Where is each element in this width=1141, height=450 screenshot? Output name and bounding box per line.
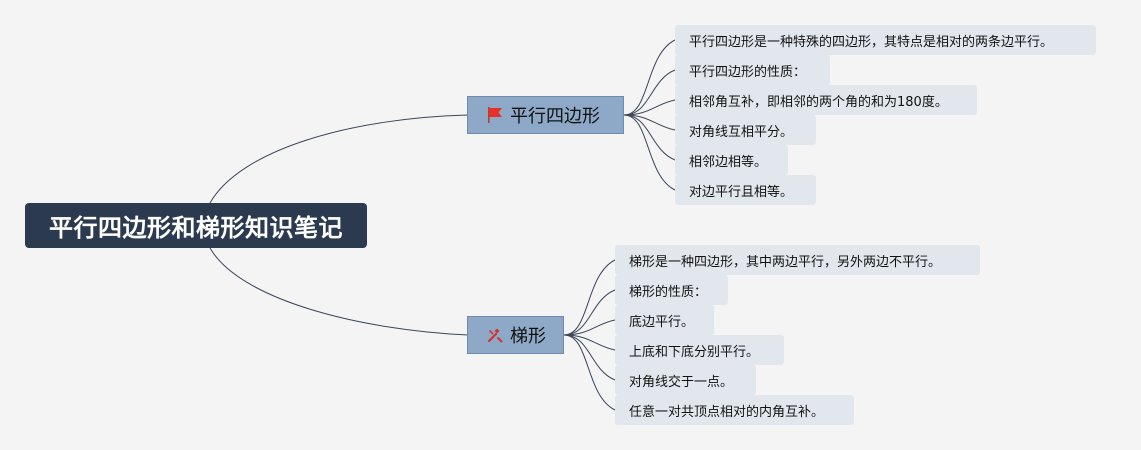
leaf-topic[interactable]: 梯形的性质： — [615, 275, 728, 305]
leaf-topic-label: 相邻边相等。 — [689, 154, 768, 170]
leaf-topic[interactable]: 平行四边形是一种特殊的四边形，其特点是相对的两条边平行。 — [675, 25, 1096, 55]
connector-trapezoid-leaf-3 — [563, 319, 616, 336]
root-topic[interactable]: 平行四边形和梯形知识笔记 — [25, 203, 367, 248]
leaf-topic[interactable]: 平行四边形的性质： — [675, 55, 830, 85]
leaf-topic-label: 任意一对共顶点相对的内角互补。 — [629, 404, 825, 420]
connector-parallelogram-leaf-1 — [623, 39, 676, 116]
red-flag-icon — [486, 106, 504, 124]
leaf-topic-label: 平行四边形是一种特殊的四边形，其特点是相对的两条边平行。 — [689, 34, 1054, 50]
leaf-topic[interactable]: 对角线互相平分。 — [675, 115, 816, 145]
leaf-topic[interactable]: 梯形是一种四边形，其中两边平行，另外两边不平行。 — [615, 245, 980, 275]
branch-topic-parallelogram[interactable]: 平行四边形 — [467, 96, 624, 134]
leaf-topic[interactable]: 相邻边相等。 — [675, 145, 788, 175]
connector-parallelogram-leaf-3 — [623, 99, 676, 116]
leaf-topic-label: 对角线交于一点。 — [629, 374, 734, 390]
leaf-topic[interactable]: 上底和下底分别平行。 — [615, 335, 784, 365]
connector-root-to-trapezoid — [209, 247, 469, 336]
root-topic-label: 平行四边形和梯形知识笔记 — [49, 214, 343, 242]
leaf-topic-label: 梯形是一种四边形，其中两边平行，另外两边不平行。 — [629, 254, 942, 270]
connector-parallelogram-leaf-6 — [623, 114, 676, 191]
leaf-topic-label: 相邻角互补，即相邻的两个角的和为180度。 — [689, 94, 948, 110]
connector-trapezoid-leaf-2 — [563, 289, 616, 336]
connector-parallelogram-leaf-2 — [623, 69, 676, 116]
leaf-topic[interactable]: 底边平行。 — [615, 305, 714, 335]
leaf-topic-label: 底边平行。 — [629, 314, 695, 330]
connector-parallelogram-leaf-5 — [623, 114, 676, 161]
leaf-topic-label: 平行四边形的性质： — [689, 64, 807, 80]
branch-topic-label: 平行四边形 — [510, 106, 600, 127]
leaf-topic[interactable]: 相邻角互补，即相邻的两个角的和为180度。 — [675, 85, 977, 115]
leaf-topic[interactable]: 任意一对共顶点相对的内角互补。 — [615, 395, 854, 425]
branch-topic-trapezoid[interactable]: 梯形 — [467, 316, 564, 354]
leaf-topic-label: 对角线互相平分。 — [689, 124, 794, 140]
branch-topic-label: 梯形 — [510, 326, 546, 347]
tools-icon — [486, 326, 504, 344]
leaf-topic-label: 对边平行且相等。 — [689, 184, 794, 200]
connector-trapezoid-leaf-5 — [563, 334, 616, 381]
connector-trapezoid-leaf-6 — [563, 334, 616, 411]
leaf-topic[interactable]: 对边平行且相等。 — [675, 175, 816, 205]
leaf-topic-label: 梯形的性质： — [629, 284, 708, 300]
connector-root-to-parallelogram — [209, 114, 469, 204]
connector-trapezoid-leaf-1 — [563, 259, 616, 336]
leaf-topic[interactable]: 对角线交于一点。 — [615, 365, 756, 395]
leaf-topic-label: 上底和下底分别平行。 — [629, 344, 760, 360]
